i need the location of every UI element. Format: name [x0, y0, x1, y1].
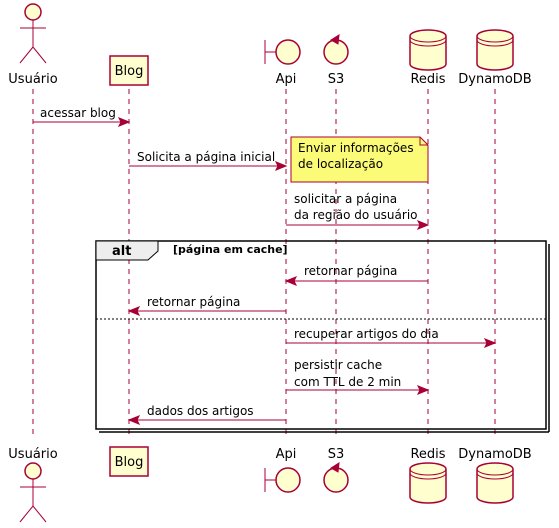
message-5: retornar página — [127, 295, 286, 316]
participant-label-blog: Blog — [115, 64, 144, 79]
database-icon — [476, 462, 514, 504]
arrow-head-icon — [117, 117, 131, 127]
message-7: persistir cache com TTL de 2 min — [286, 358, 430, 395]
message-label: da região do usuário — [294, 208, 418, 222]
participant-label-redis: Redis — [410, 447, 445, 462]
participant-label-dynamodb: DynamoDB — [458, 72, 531, 87]
participant-label-blog: Blog — [115, 455, 144, 470]
participant-blog-top: Blog — [109, 55, 149, 86]
alt-condition: [página em cache] — [173, 243, 288, 256]
message-label: recuperar artigos do dia — [294, 327, 439, 341]
boundary-icon — [275, 39, 301, 65]
message-label: acessar blog — [40, 106, 116, 120]
message-label: solicitar a página — [294, 192, 397, 206]
participant-label-s3: S3 — [328, 72, 345, 87]
message-label: dados dos artigos — [147, 404, 254, 418]
actor-head-icon — [24, 462, 42, 480]
database-dynamodb-bottom: DynamoDB — [458, 447, 532, 504]
database-redis-top: Redis — [409, 29, 447, 87]
message-2: Solicita a página inicial — [129, 150, 288, 171]
participant-label-usuario: Usuário — [8, 72, 57, 87]
note-line: de localização — [298, 157, 383, 171]
control-icon — [323, 39, 349, 65]
arrow-head-icon — [416, 385, 430, 395]
participant-label-api: Api — [276, 72, 297, 87]
arrow-head-icon — [127, 415, 141, 425]
message-label: persistir cache — [294, 358, 382, 372]
note: Enviar informações de localização — [290, 136, 429, 183]
note-line: Enviar informações — [298, 141, 414, 155]
boundary-api-bottom: Api — [264, 447, 301, 493]
arrow-head-icon — [483, 338, 497, 348]
message-1: acessar blog — [33, 106, 131, 127]
actor-head-icon — [24, 3, 42, 21]
arrow-head-icon — [416, 220, 430, 230]
message-label: retornar página — [304, 264, 397, 278]
database-icon — [476, 29, 514, 71]
message-label: com TTL de 2 min — [294, 375, 401, 389]
message-label: retornar página — [147, 295, 240, 309]
participant-label-dynamodb: DynamoDB — [458, 447, 531, 462]
control-icon — [323, 467, 349, 493]
message-6: recuperar artigos do dia — [286, 327, 497, 348]
alt-fragment: alt [página em cache] — [95, 240, 550, 433]
database-dynamodb-top: DynamoDB — [458, 29, 532, 87]
participant-label-usuario: Usuário — [8, 447, 57, 462]
arrow-head-icon — [127, 306, 141, 316]
participant-label-api: Api — [276, 447, 297, 462]
arrow-head-icon — [274, 161, 288, 171]
actor-usuario-bottom: Usuário — [8, 447, 58, 523]
message-8: dados dos artigos — [127, 404, 286, 425]
participant-blog-bottom: Blog — [109, 446, 149, 477]
message-label: Solicita a página inicial — [137, 150, 275, 164]
arrow-head-icon — [284, 276, 298, 286]
alt-keyword: alt — [112, 244, 131, 259]
database-icon — [409, 462, 447, 504]
participant-label-redis: Redis — [410, 72, 445, 87]
control-s3-top: S3 — [323, 34, 349, 87]
database-icon — [409, 29, 447, 71]
message-3: solicitar a página da região do usuário — [286, 192, 430, 230]
message-4: retornar página — [284, 264, 428, 286]
participant-label-s3: S3 — [328, 447, 345, 462]
actor-usuario-top: Usuário — [8, 3, 58, 87]
database-redis-bottom: Redis — [409, 447, 447, 504]
boundary-api-top: Api — [264, 39, 301, 87]
boundary-icon — [275, 467, 301, 493]
control-s3-bottom: S3 — [323, 447, 349, 493]
